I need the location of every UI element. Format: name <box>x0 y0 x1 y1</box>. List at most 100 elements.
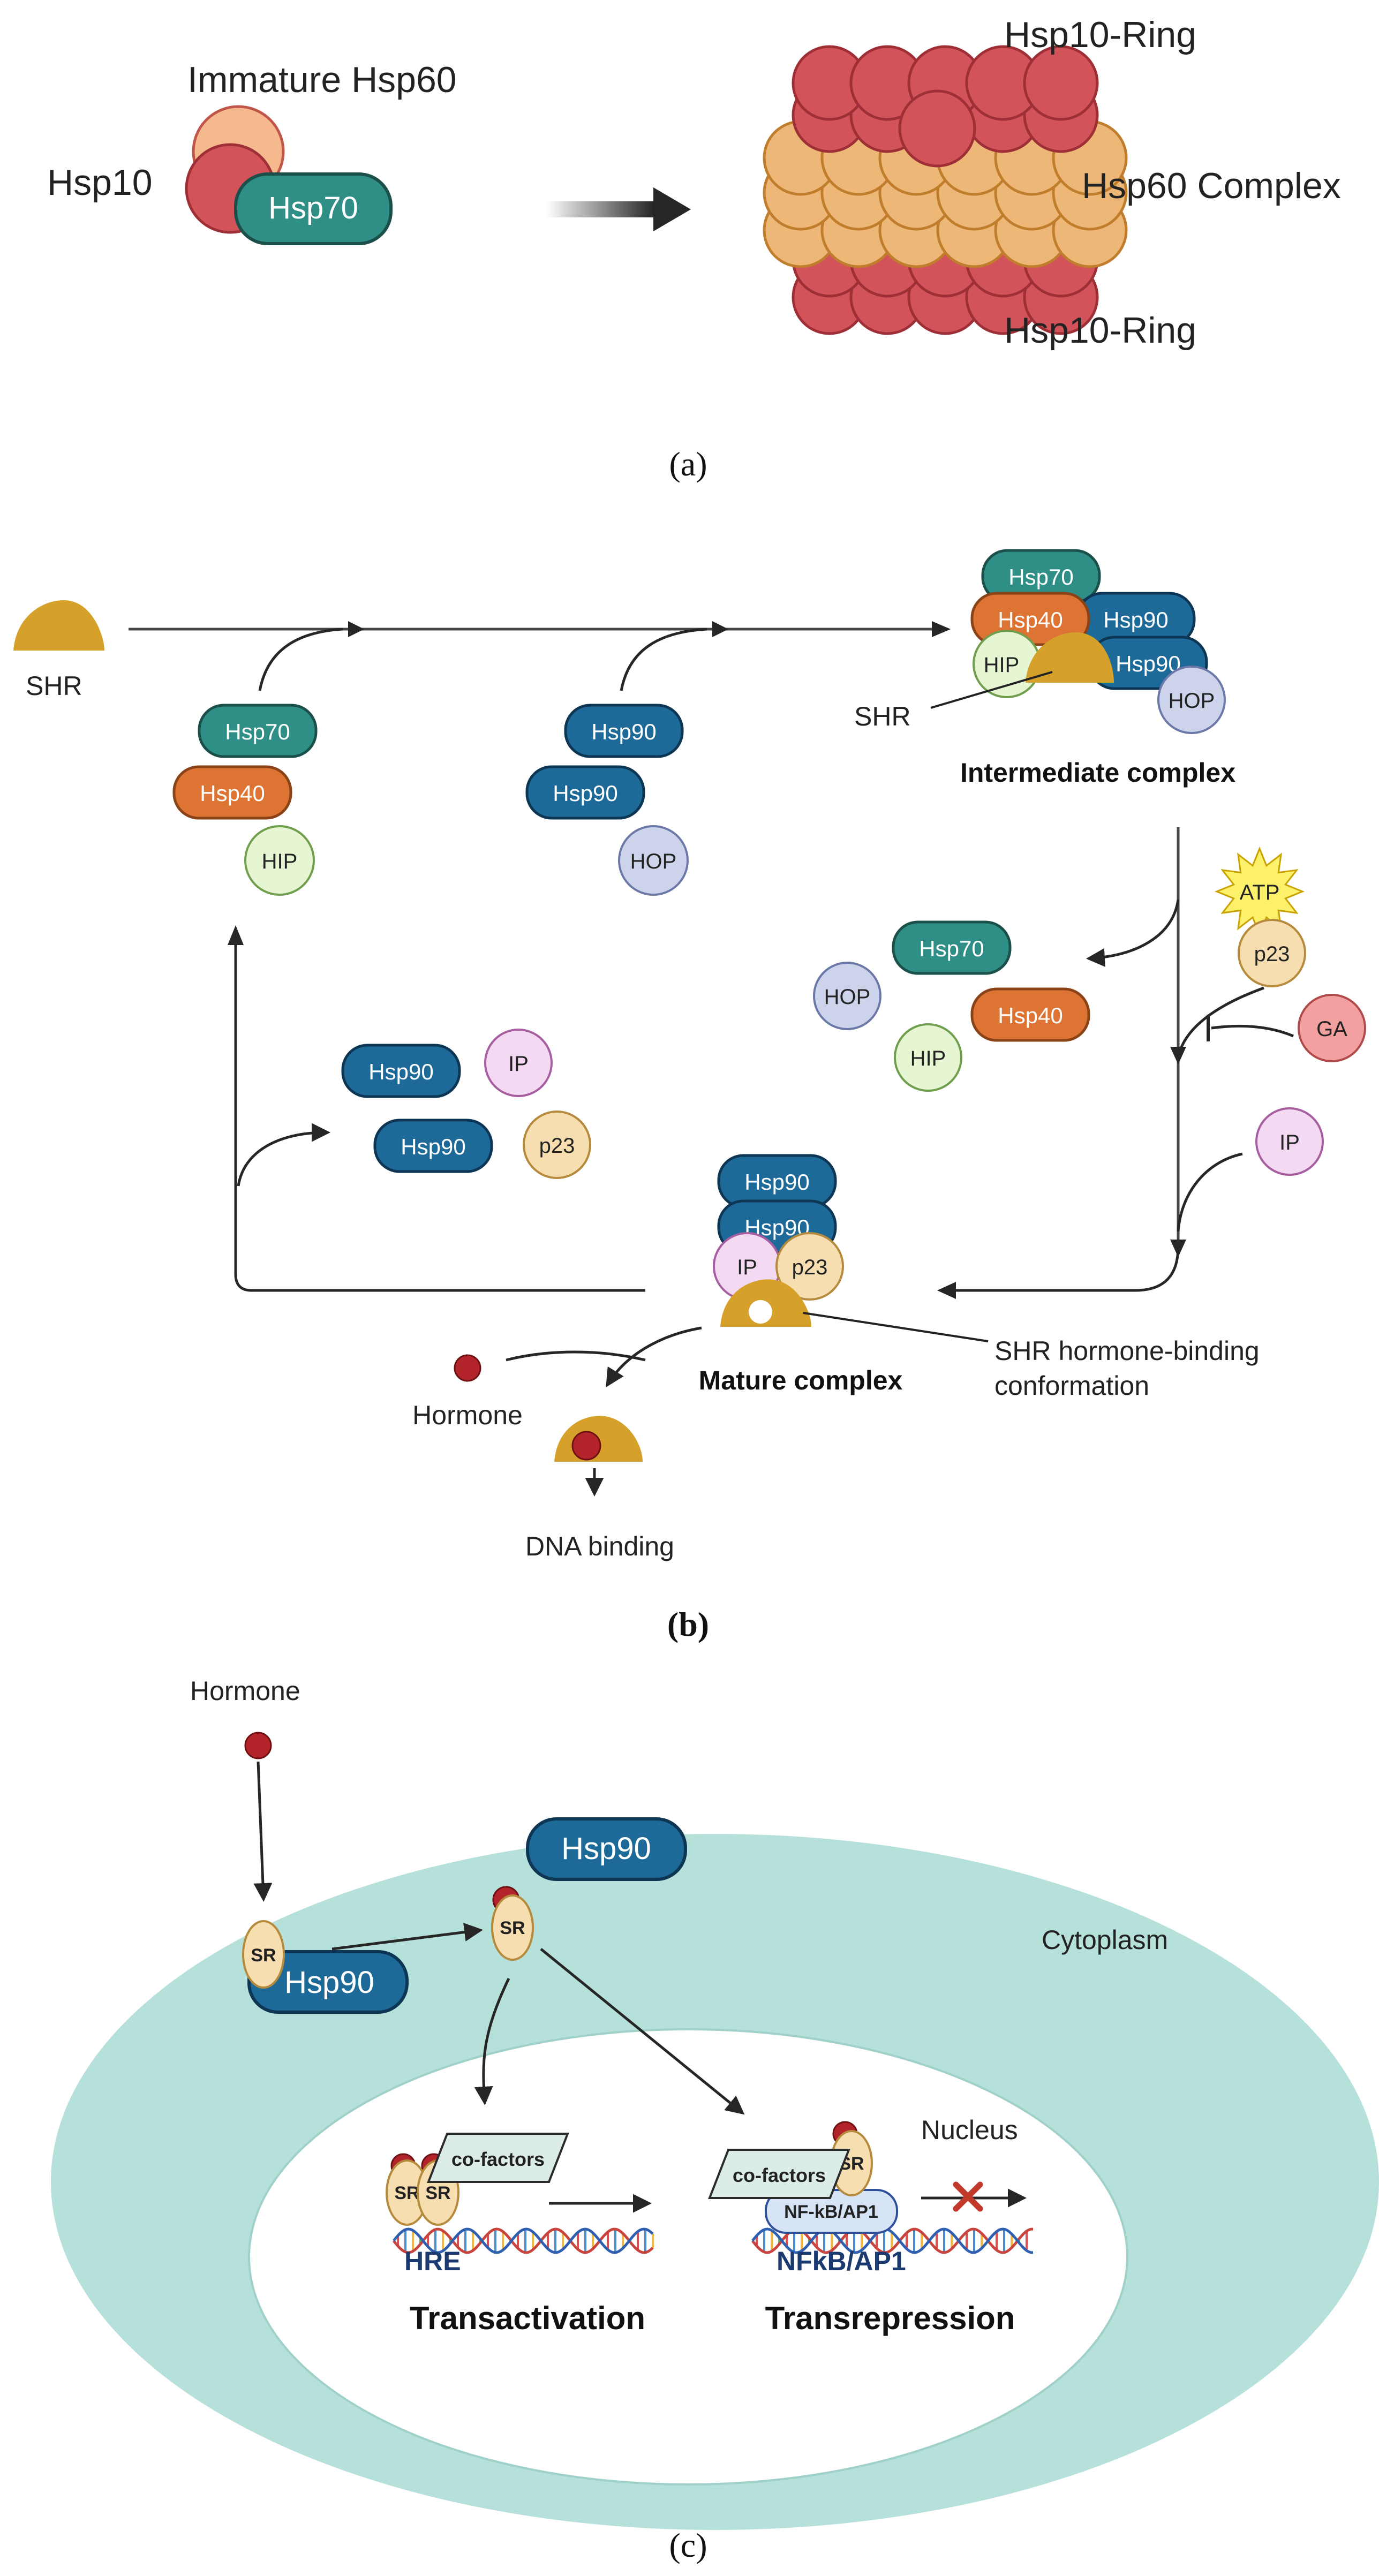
hip-label: HIP <box>910 1047 946 1070</box>
hsp90-box <box>525 765 645 820</box>
hsp70-box <box>234 172 393 245</box>
sr-oval <box>491 1894 534 1961</box>
hop-label: HOP <box>824 985 871 1009</box>
hop-label: HOP <box>1169 689 1215 713</box>
flow-line <box>234 942 645 1292</box>
sr-oval <box>242 1920 285 1989</box>
ip-label: IP <box>508 1052 529 1076</box>
conformation-pointer <box>803 1312 989 1342</box>
hsp90-box <box>373 1119 493 1173</box>
cofactors-label: co-factors <box>733 2164 826 2186</box>
hip-label: HIP <box>984 653 1020 677</box>
arrow-head <box>348 621 364 637</box>
cofactors-box <box>427 2133 569 2183</box>
cytoplasm-label: Cytoplasm <box>1042 1925 1168 1955</box>
hre-label: HRE <box>404 2246 461 2276</box>
hsp40-label: Hsp40 <box>200 781 265 806</box>
intermediate-complex-title: Intermediate complex <box>960 758 1235 788</box>
p23-label: p23 <box>1254 942 1290 966</box>
sr-label: SR <box>394 2183 419 2203</box>
join-curve <box>1177 986 1264 1058</box>
dna-helix <box>393 2227 654 2254</box>
p23-circle <box>1238 919 1306 987</box>
hsp70-label: Hsp70 <box>919 936 984 961</box>
shr-pointer <box>930 671 1053 709</box>
hop-circle <box>813 962 881 1030</box>
ga-circle <box>1298 994 1366 1062</box>
dna-binding-label: DNA binding <box>525 1531 674 1561</box>
sr-label: SR <box>425 2183 450 2203</box>
subunit-circle <box>898 89 976 168</box>
conformation-label: conformation <box>994 1371 1149 1401</box>
hsp10-ring-bottom-label: Hsp10-Ring <box>1004 310 1196 351</box>
hsp90-box <box>341 1044 461 1098</box>
arrow-head <box>1170 1240 1186 1257</box>
hsp70-label: Hsp70 <box>1008 564 1073 590</box>
join-curve <box>1177 1152 1243 1232</box>
hip-label: HIP <box>262 850 298 873</box>
hsp90-box <box>247 1950 409 2014</box>
hsp90-label: Hsp90 <box>368 1059 433 1084</box>
arrow-head <box>653 187 691 231</box>
hormone-arrow <box>253 1761 273 1902</box>
inhibition-line <box>1211 1024 1294 1038</box>
atp-label: ATP <box>1240 881 1280 904</box>
arrow-head <box>937 1282 956 1299</box>
p23-circle <box>775 1232 844 1301</box>
sr-label: SR <box>500 1918 525 1938</box>
release-curve <box>1086 899 1180 967</box>
release-curve <box>237 1123 330 1187</box>
shr-shape <box>1026 632 1114 683</box>
translocation-arrow <box>474 1977 510 2105</box>
hsp90-label: Hsp90 <box>553 781 617 806</box>
panel-a: Hsp70 Immature Hsp60 Hsp10 Hsp10-Ring Hs… <box>47 14 1341 483</box>
panel-b: SHR Hsp70 Hsp40 HIP Hsp90 Hsp90 HOP Hsp7… <box>13 549 1366 1643</box>
dna-strand <box>393 2227 654 2254</box>
ip-label: IP <box>1279 1131 1300 1154</box>
panel-c: Hormone Hsp90 Hsp90 SR SR Cytoplasm Nucl… <box>51 1676 1379 2564</box>
p23-label: p23 <box>539 1134 575 1158</box>
hip-circle <box>894 1023 962 1092</box>
hormone-curve <box>506 1350 646 1362</box>
ga-label: GA <box>1316 1017 1347 1041</box>
hsp90-label: Hsp90 <box>591 719 656 744</box>
hsp60-complex <box>763 45 1128 335</box>
nfkb-box-label: NF-kB/AP1 <box>784 2202 878 2222</box>
hsp90-label: Hsp90 <box>561 1831 651 1866</box>
hsp90-label: Hsp90 <box>1103 607 1168 632</box>
hsp90-label: Hsp90 <box>401 1134 465 1159</box>
hop-label: HOP <box>630 850 677 873</box>
hormone-arrow <box>606 1326 702 1387</box>
hsp90-label: Hsp90 <box>1116 651 1180 676</box>
hsp90-box <box>526 1817 687 1881</box>
subunit-circle <box>1023 45 1099 121</box>
hsp90-label: Hsp90 <box>744 1169 809 1195</box>
cofactors-label: co-factors <box>451 2148 545 2170</box>
immature-hsp60-label: Immature Hsp60 <box>187 59 457 100</box>
flow-line <box>953 1246 1180 1292</box>
caption-b: (b) <box>667 1605 709 1643</box>
arrow-head <box>932 621 951 637</box>
nucleus <box>248 2028 1128 2486</box>
arrow-shaft <box>546 201 653 217</box>
conformation-label: SHR hormone-binding <box>994 1336 1260 1366</box>
hormone-circle <box>571 1431 601 1461</box>
hormone-label: Hormone <box>412 1400 523 1430</box>
hormone-label: Hormone <box>190 1676 300 1706</box>
caption-a: (a) <box>669 445 707 483</box>
ip-label: IP <box>737 1256 757 1279</box>
transrepression-label: Transrepression <box>765 2300 1015 2336</box>
p23-label: p23 <box>792 1256 828 1279</box>
binding-pocket <box>749 1300 772 1324</box>
hop-circle <box>618 825 689 896</box>
mature-complex-title: Mature complex <box>699 1365 903 1395</box>
block-x-icon <box>953 2181 983 2212</box>
hip-circle <box>244 825 315 896</box>
ip-circle <box>484 1029 553 1097</box>
join-curve <box>258 628 343 691</box>
join-curve <box>620 628 707 691</box>
p23-circle <box>523 1111 591 1179</box>
caption-c: (c) <box>669 2526 707 2564</box>
sr-label: SR <box>251 1945 276 1966</box>
